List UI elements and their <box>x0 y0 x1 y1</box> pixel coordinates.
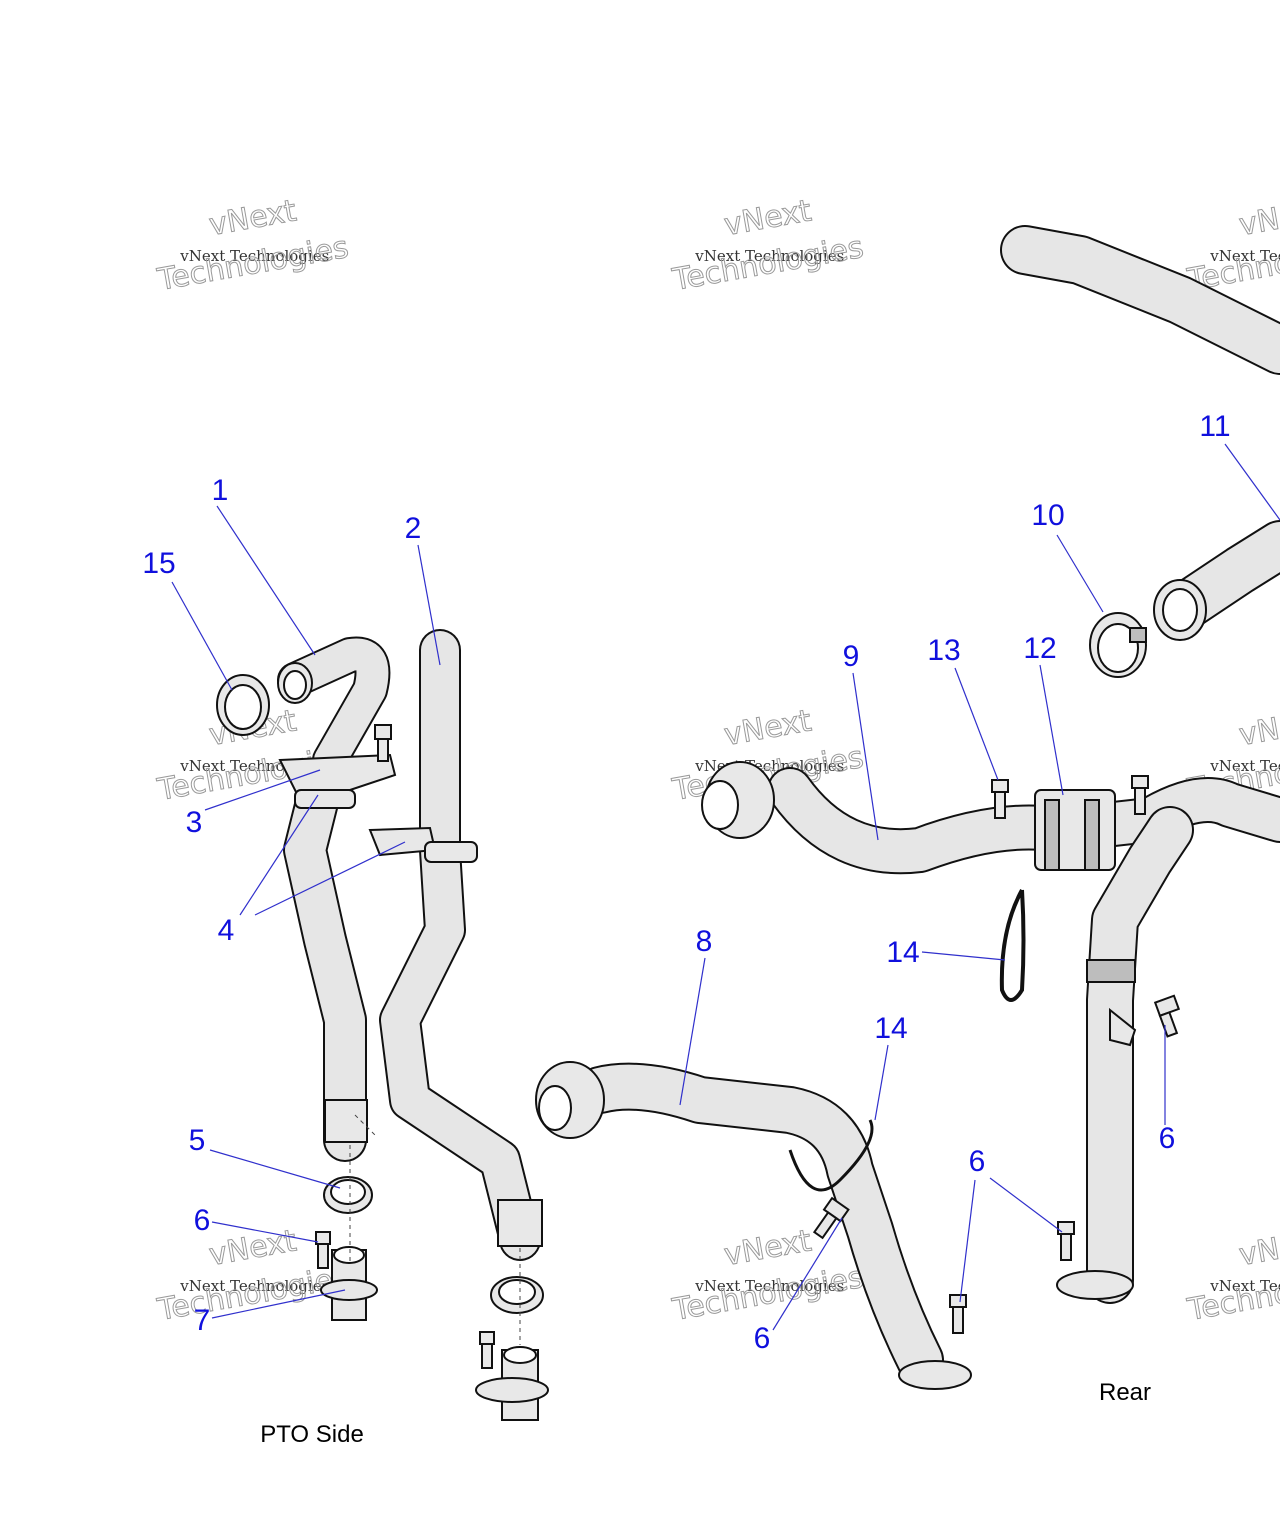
clamp-12 <box>1034 789 1116 871</box>
callout-9: 9 <box>843 640 860 673</box>
svg-text:vNext: vNext <box>1237 703 1280 753</box>
svg-text:vNext: vNext <box>722 193 815 243</box>
pipe-rear <box>1056 806 1194 1304</box>
callout-6-rear: 6 <box>1159 1122 1176 1155</box>
hose-8 <box>535 1061 972 1390</box>
leader-lines <box>171 443 1280 1331</box>
svg-text:vNext Technologies: vNext Technologies <box>179 247 329 265</box>
callout-14-upper: 14 <box>886 936 919 969</box>
bracket-4 <box>278 753 478 863</box>
svg-text:Technologies: Technologies <box>154 1260 351 1328</box>
svg-text:Technologies: Technologies <box>669 230 866 298</box>
svg-text:vNext: vNext <box>1237 193 1280 243</box>
strap-14 <box>999 889 1026 1002</box>
callout-5: 5 <box>189 1124 206 1157</box>
bolt-13 <box>991 779 1009 819</box>
callout-12: 12 <box>1023 632 1056 665</box>
callout-14-lower: 14 <box>874 1012 907 1045</box>
callout-11: 11 <box>1199 410 1230 443</box>
svg-text:vNext Technologies: vNext Technologies <box>694 247 844 265</box>
svg-text:vNext: vNext <box>207 1223 300 1273</box>
svg-text:vNext Technologies: vNext Technologies <box>179 1277 329 1295</box>
hose-11 <box>1000 225 1280 641</box>
dashed-guides <box>349 1114 521 1345</box>
bolt-6-rear-low <box>1057 1221 1075 1261</box>
callout-8: 8 <box>696 925 713 958</box>
svg-text:vNext: vNext <box>1237 1223 1280 1273</box>
svg-text:vNext: vNext <box>722 1223 815 1273</box>
svg-text:vNext Technologies: vNext Technologies <box>1209 247 1280 265</box>
callout-2: 2 <box>405 512 422 545</box>
svg-text:vNext Technologies: vNext Technologies <box>694 1277 844 1295</box>
clamp-5 <box>323 1176 373 1214</box>
clamp-10 <box>1089 612 1147 678</box>
svg-text:vNext Technologies: vNext Technologies <box>1209 757 1280 775</box>
callout-6-lower: 6 <box>754 1322 771 1355</box>
callout-10: 10 <box>1031 499 1064 532</box>
bolt-6-lower-b <box>949 1294 967 1334</box>
clamp-15 <box>216 674 270 736</box>
bolt-6-pto-right <box>479 1331 495 1369</box>
svg-text:Technologies: Technologies <box>1184 1260 1280 1328</box>
callout-15: 15 <box>142 547 175 580</box>
hose-9 <box>701 761 1280 875</box>
callout-7: 7 <box>194 1304 211 1337</box>
hose-1 <box>277 636 391 778</box>
bolt-6-rear <box>1153 994 1181 1038</box>
watermark-1: vNext vNext Technologies Technologies <box>154 193 352 299</box>
bolt-6-pto <box>315 1231 331 1269</box>
callout-1: 1 <box>212 474 229 507</box>
watermark-2: vNext vNext Technologies Technologies <box>669 193 867 299</box>
view-label-pto-side: PTO Side <box>260 1421 364 1448</box>
watermark-8: vNext vNext Technologies Technologies <box>669 1223 867 1329</box>
callout-6-pto: 6 <box>194 1204 211 1237</box>
hose-2 <box>379 629 543 1261</box>
bolt-3 <box>374 724 392 762</box>
watermark-9: vNext vNext Technologies Technologies <box>1184 1223 1280 1329</box>
svg-text:Technologies: Technologies <box>669 1260 866 1328</box>
fitting-7 <box>320 1246 378 1321</box>
bolt-13b <box>1131 775 1149 815</box>
callout-4: 4 <box>218 914 235 947</box>
clamp-pto-right <box>490 1276 544 1314</box>
callout-13: 13 <box>927 634 960 667</box>
view-label-rear: Rear <box>1099 1379 1151 1406</box>
callout-3: 3 <box>186 806 203 839</box>
bolt-6-lower-a <box>812 1196 850 1240</box>
callout-6-mid: 6 <box>969 1145 986 1178</box>
svg-text:vNext: vNext <box>722 703 815 753</box>
svg-text:vNext: vNext <box>207 193 300 243</box>
hose-pto-left <box>283 768 368 1162</box>
svg-text:Technologies: Technologies <box>154 230 351 298</box>
fitting-pto-right <box>475 1346 549 1421</box>
svg-text:vNext Technologies: vNext Technologies <box>1209 1277 1280 1295</box>
